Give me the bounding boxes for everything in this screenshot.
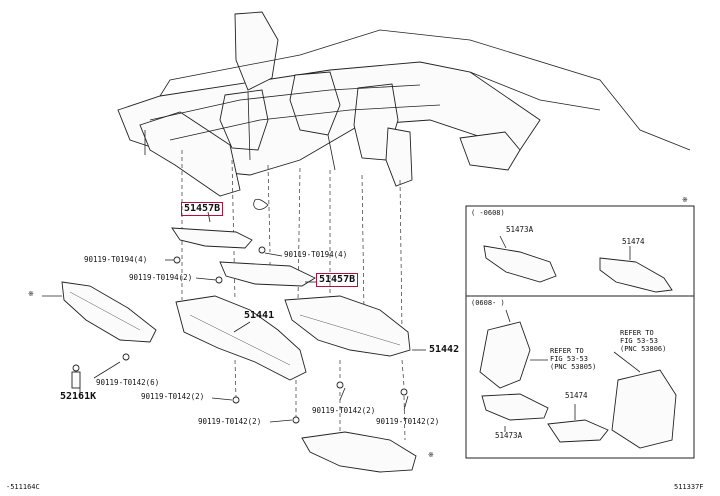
vehicle-frame <box>117 11 691 210</box>
callout-51473a-bottom: 51473A <box>495 431 523 440</box>
part-51441 <box>175 295 307 381</box>
fastener-label-4: 90119-T0142(6) <box>96 378 160 387</box>
inset-range-bottom: (0608- ) <box>471 299 505 307</box>
callout-52161k: 52161K <box>60 391 97 402</box>
refer-note-a-line2: FIG 53-53 <box>550 355 588 363</box>
inset-range-top: ( -0608) <box>471 209 505 217</box>
callout-51457b-lower: 51457B <box>316 273 359 287</box>
inset-frame <box>465 205 695 459</box>
refer-note-a-line3: (PNC 53805) <box>550 363 597 371</box>
part-bottom-skid <box>301 431 417 473</box>
callout-51457b-upper: 51457B <box>181 202 224 216</box>
fastener-label-2: 90119-T0194(4) <box>284 250 348 259</box>
bracket-51457b-lower <box>219 261 316 287</box>
refer-note-b-line1: REFER TO <box>620 329 654 337</box>
fastener-label-5: 90119-T0142(2) <box>141 392 205 401</box>
bolts <box>71 246 408 424</box>
part-left-cover <box>61 281 157 343</box>
part-51442 <box>284 295 411 357</box>
asterisk-mark-right: ※ <box>428 451 434 459</box>
fastener-label-3: 90119-T0194(2) <box>129 273 193 282</box>
refer-note-b-line3: (PNC 53806) <box>620 345 667 353</box>
leader-lines <box>181 150 406 442</box>
fastener-label-1: 90119-T0194(4) <box>84 255 148 264</box>
inset-asterisk: ※ <box>682 196 688 204</box>
callout-51442: 51442 <box>429 344 460 355</box>
footer-code-right: 511337F <box>674 483 704 491</box>
bracket-51457b-upper <box>171 227 253 249</box>
callout-51441: 51441 <box>244 310 275 321</box>
fastener-label-6: 90119-T0142(2) <box>198 417 262 426</box>
fastener-label-7: 90119-T0142(2) <box>312 406 376 415</box>
callout-51474-top: 51474 <box>622 237 645 246</box>
callout-51474-bottom: 51474 <box>565 391 588 400</box>
fastener-label-8: 90119-T0142(2) <box>376 417 440 426</box>
callout-51473a-top: 51473A <box>506 225 534 234</box>
footer-code-left: -511164C <box>6 483 40 491</box>
fastener-leaders <box>42 211 426 423</box>
refer-note-a-line1: REFER TO <box>550 347 584 355</box>
asterisk-mark-left: ※ <box>28 290 34 298</box>
refer-note-b-line2: FIG 53-53 <box>620 337 658 345</box>
